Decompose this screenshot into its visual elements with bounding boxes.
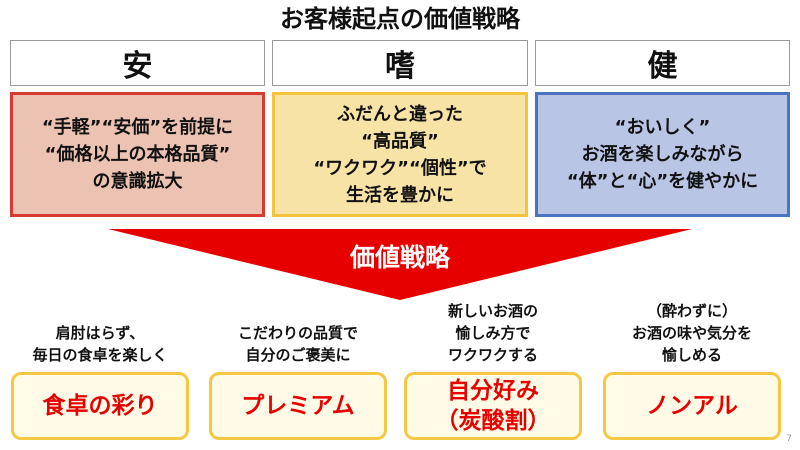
kanji-box-ken: 健 (535, 40, 790, 86)
description-line: 愉しめる (661, 346, 722, 364)
pillar-description: 肩肘はらず、 毎日の食卓を楽しく (5, 300, 195, 366)
value-line: 生活を豊かに (346, 184, 454, 206)
value-line: “手軽”“安価”を前提に (41, 117, 234, 138)
pillar-name-sub: （炭酸割） (435, 408, 551, 434)
value-line: “おいしく” (614, 117, 711, 138)
value-line: “体”と“心”を健やかに (566, 171, 759, 192)
pillar-description: 新しいお酒の 愉しみ方で ワクワクする (398, 300, 588, 366)
pillar-name: 食卓の彩り (42, 393, 158, 419)
value-line: “ワクワク”“個性”で (313, 157, 487, 179)
kanji-box-shi: 嗜 (272, 40, 528, 86)
kanji-box-an: 安 (10, 40, 265, 86)
value-line: “価格以上の本格品質” (44, 144, 231, 165)
pillar-shokutaku-no-irodori: 食卓の彩り (11, 372, 189, 440)
description-line: お酒の味や気分を (631, 324, 752, 342)
pillar-jibun-gonomi: 自分好み （炭酸割） (404, 372, 582, 440)
value-line: “高品質” (361, 130, 439, 152)
description-line: こだわりの品質で (237, 324, 358, 342)
value-box-an: “手軽”“安価”を前提に “価格以上の本格品質” の意識拡大 (10, 92, 265, 217)
description-line: 愉しみ方で (455, 324, 531, 342)
value-line: お酒を楽しみながら (581, 144, 744, 165)
pillar-name: ノンアル (646, 393, 738, 419)
description-line: ワクワクする (447, 346, 538, 364)
pillar-description: （酔わずに） お酒の味や気分を 愉しめる (597, 300, 787, 366)
page-number: 7 (786, 434, 792, 444)
description-line: 自分のご褒美に (245, 346, 351, 364)
page-title: お客様起点の価値戦略 (280, 5, 520, 33)
pillar-name: 自分好み (447, 378, 539, 404)
value-box-ken: “おいしく” お酒を楽しみながら “体”と“心”を健やかに (535, 92, 790, 217)
pillar-non-alcohol: ノンアル (603, 372, 781, 440)
description-line: 肩肘はらず、 (55, 324, 145, 342)
strategy-label: 価値戦略 (349, 243, 450, 272)
value-line: の意識拡大 (92, 171, 183, 192)
description-line: 毎日の食卓を楽しく (32, 346, 168, 364)
description-line: 新しいお酒の (447, 302, 538, 320)
value-box-shi: ふだんと違った “高品質” “ワクワク”“個性”で 生活を豊かに (272, 92, 528, 217)
description-line: （酔わずに） (646, 302, 737, 320)
value-line: ふだんと違った (337, 103, 463, 125)
pillar-name: プレミアム (241, 393, 355, 419)
pillar-description: こだわりの品質で 自分のご褒美に (203, 300, 393, 366)
pillar-premium: プレミアム (209, 372, 387, 440)
